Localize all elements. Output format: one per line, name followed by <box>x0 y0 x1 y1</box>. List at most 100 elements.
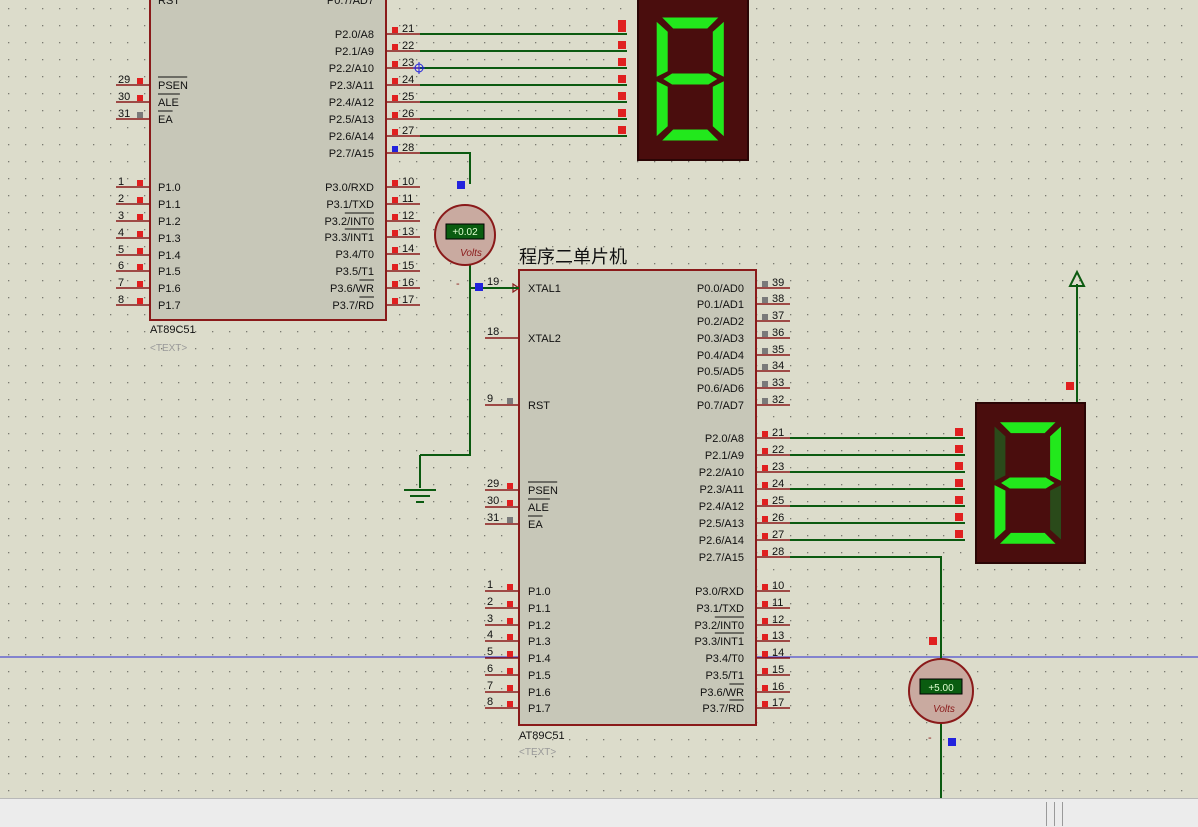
chip-b-right-pin-marker[interactable] <box>762 297 768 303</box>
display-a-pin[interactable] <box>618 75 626 83</box>
chip-b-right-pin-marker[interactable] <box>762 314 768 320</box>
chip-a-left-pin-marker[interactable] <box>137 281 143 287</box>
chip-b-left-pin-marker[interactable] <box>507 618 513 624</box>
chip-b-left-pin-number: 1 <box>487 579 493 591</box>
display-a-pin[interactable] <box>618 58 626 66</box>
power-pin[interactable] <box>1066 382 1074 390</box>
chip-b-left-pin-marker[interactable] <box>507 398 513 404</box>
chip-b-right-pin-marker[interactable] <box>762 482 768 488</box>
display-a-pin[interactable] <box>618 41 626 49</box>
chip-b-left-pin-number: 3 <box>487 613 493 625</box>
chip-b-right-pin-marker[interactable] <box>762 499 768 505</box>
chip-a-right-pin-label: P3.5/T1 <box>335 266 374 278</box>
voltmeter-b-plus-pin[interactable] <box>929 637 937 645</box>
display-a-pin[interactable] <box>618 92 626 100</box>
chip-b-right-pin-marker[interactable] <box>762 651 768 657</box>
chip-b-left-pin-marker[interactable] <box>507 701 513 707</box>
chip-a-right-pin-marker[interactable] <box>392 78 398 84</box>
voltmeter-a-plus-pin[interactable] <box>457 181 465 189</box>
chip-b-right-pin-marker[interactable] <box>762 584 768 590</box>
power-terminal[interactable] <box>1066 269 1086 402</box>
chip-b-right-pin-marker[interactable] <box>762 448 768 454</box>
chip-a-left-pin-marker[interactable] <box>137 298 143 304</box>
display-b-pin[interactable] <box>955 496 963 504</box>
chip-b-left-pin-marker[interactable] <box>507 483 513 489</box>
chip-b-right-pin-marker[interactable] <box>762 601 768 607</box>
chip-b-right-pin-marker[interactable] <box>762 634 768 640</box>
voltmeter-b[interactable]: +5.00 Volts - <box>908 658 974 744</box>
chip-a-left-pin-marker[interactable] <box>137 214 143 220</box>
chip-a-right-pin-marker[interactable] <box>392 61 398 67</box>
chip-b-right-pin-marker[interactable] <box>762 431 768 437</box>
chip-b-right-pin-marker[interactable] <box>762 398 768 404</box>
chip-b-left-pin-number: 7 <box>487 680 493 692</box>
chip-b-left-pin-marker[interactable] <box>507 584 513 590</box>
chip-b-right-pin-marker[interactable] <box>762 348 768 354</box>
chip-a-left-pin-marker[interactable] <box>137 95 143 101</box>
chip-a-left-pin-marker[interactable] <box>137 248 143 254</box>
chip-a-left-pin-marker[interactable] <box>137 112 143 118</box>
chip-b-left-pin-marker[interactable] <box>507 685 513 691</box>
chip-a-right-pin-marker[interactable] <box>392 129 398 135</box>
chip-b-right-pin-label: P2.4/A12 <box>699 501 744 513</box>
chip-b-right-pin-marker[interactable] <box>762 550 768 556</box>
voltmeter-a[interactable]: +0.02 Volts - <box>434 204 496 290</box>
voltmeter-a-minus-pin[interactable] <box>475 283 483 291</box>
chip-a-left-pin-marker[interactable] <box>137 231 143 237</box>
display-b-pin[interactable] <box>955 530 963 538</box>
display-b-pin[interactable] <box>955 462 963 470</box>
display-b-pin[interactable] <box>955 513 963 521</box>
chip-a-right-pin-marker[interactable] <box>392 230 398 236</box>
chip-a[interactable]: AT89C51 <TEXT> <box>149 0 387 354</box>
chip-a-left-pin-marker[interactable] <box>137 264 143 270</box>
chip-b-left-pin-marker[interactable] <box>507 634 513 640</box>
display-b-pin[interactable] <box>955 479 963 487</box>
chip-b-right-pin-marker[interactable] <box>762 381 768 387</box>
chip-b-right-pin-marker[interactable] <box>762 516 768 522</box>
chip-a-right-pin-marker[interactable] <box>392 95 398 101</box>
display-b-pin[interactable] <box>955 445 963 453</box>
display-a-pin[interactable] <box>618 20 626 28</box>
chip-b-right-pin-marker[interactable] <box>762 533 768 539</box>
seven-segment-display-b[interactable]: 2 <box>975 402 1086 564</box>
chip-a-left-pin-marker[interactable] <box>137 180 143 186</box>
display-a-pin[interactable] <box>618 109 626 117</box>
display-b-pin[interactable] <box>955 428 963 436</box>
chip-b-left-pin-marker[interactable] <box>507 500 513 506</box>
chip-b[interactable]: 程序二单片机 AT89C51 <TEXT> <box>518 247 757 758</box>
chip-a-right-pin-marker[interactable] <box>392 27 398 33</box>
chip-a-right-pin-marker[interactable] <box>392 247 398 253</box>
chip-a-right-pin-marker[interactable] <box>392 112 398 118</box>
chip-a-left-pin-marker[interactable] <box>137 197 143 203</box>
chip-a-right-pin-marker[interactable] <box>392 298 398 304</box>
chip-a-left-pin-marker[interactable] <box>137 78 143 84</box>
chip-b-left-pin-marker[interactable] <box>507 517 513 523</box>
chip-a-right-pin-marker[interactable] <box>392 264 398 270</box>
chip-a-right-pin-marker[interactable] <box>392 44 398 50</box>
chip-a-body[interactable] <box>149 0 387 321</box>
chip-b-right-pin-number: 38 <box>772 293 784 305</box>
voltmeter-b-minus-pin[interactable] <box>948 738 956 746</box>
chip-a-right-pin-marker[interactable] <box>392 214 398 220</box>
display-a-pin[interactable] <box>618 126 626 134</box>
chip-b-left-pin-marker[interactable] <box>507 668 513 674</box>
chip-b-right-pin-marker[interactable] <box>762 281 768 287</box>
ground-symbol[interactable] <box>404 455 436 503</box>
chip-b-right-pin-marker[interactable] <box>762 618 768 624</box>
chip-b-body[interactable] <box>518 269 757 726</box>
status-bar-divider <box>1054 802 1055 826</box>
chip-a-right-pin-marker[interactable] <box>392 180 398 186</box>
seven-segment-display-a[interactable]: 8 <box>637 0 749 161</box>
chip-b-right-pin-marker[interactable] <box>762 364 768 370</box>
chip-b-right-pin-marker[interactable] <box>762 685 768 691</box>
chip-b-right-pin-marker[interactable] <box>762 668 768 674</box>
chip-a-right-pin-marker[interactable] <box>392 146 398 152</box>
chip-b-left-pin-marker[interactable] <box>507 651 513 657</box>
chip-b-right-pin-marker[interactable] <box>762 331 768 337</box>
chip-b-right-pin-marker[interactable] <box>762 465 768 471</box>
chip-b-left-pin-marker[interactable] <box>507 601 513 607</box>
chip-a-right-pin-marker[interactable] <box>392 281 398 287</box>
chip-b-right-pin-marker[interactable] <box>762 701 768 707</box>
chip-a-right-pin-marker[interactable] <box>392 197 398 203</box>
